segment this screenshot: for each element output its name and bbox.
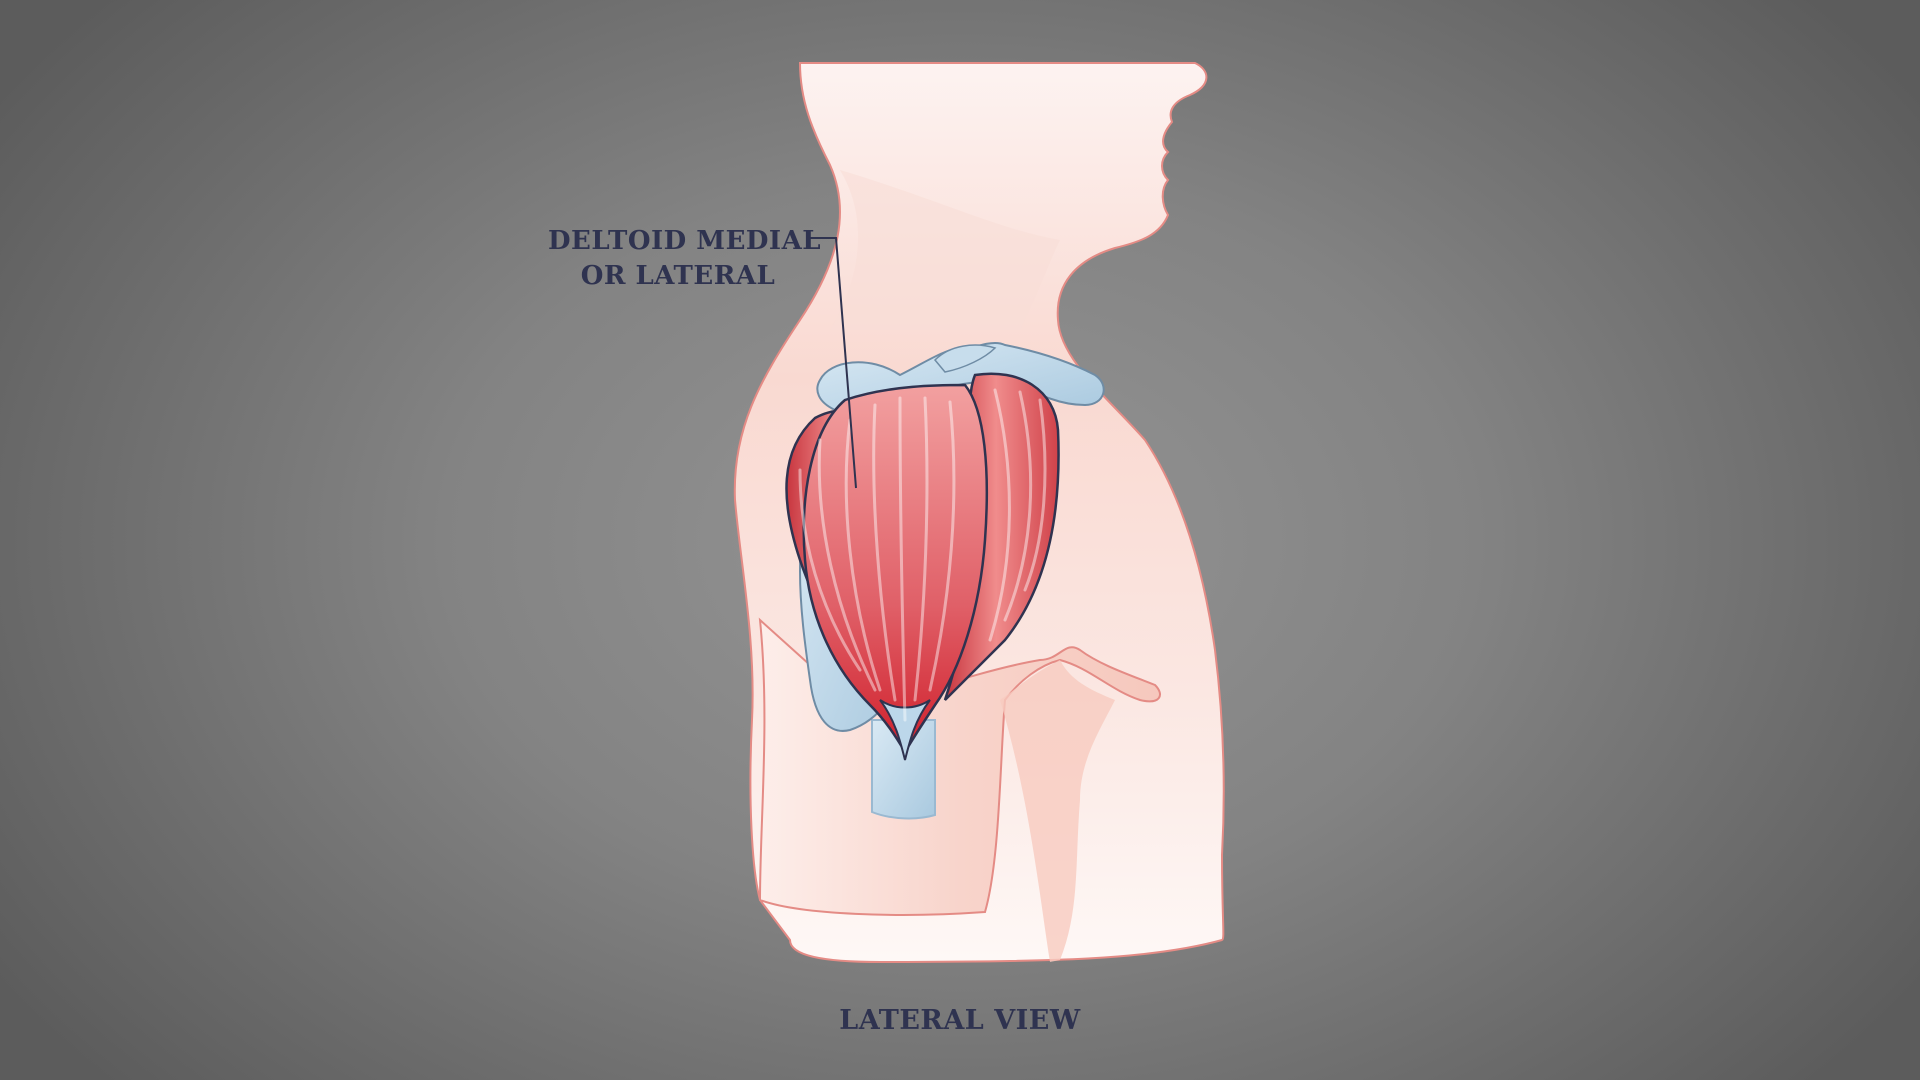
view-caption: LATERAL VIEW: [839, 1005, 1081, 1036]
muscle-fibers: [798, 388, 1047, 722]
deltoid-medial-lateral: [802, 383, 989, 755]
deltoid-tendon: [879, 699, 931, 761]
armpit-fold: [1000, 660, 1115, 962]
acromion-bone: [933, 344, 997, 373]
callout-line-1: DELTOID MEDIAL: [548, 226, 822, 256]
deltoid-callout-label: DELTOID MEDIAL OR LATERAL: [548, 224, 822, 294]
upper-arm: [758, 617, 1161, 916]
chest-shading: [830, 170, 1060, 330]
callout-line-2: OR LATERAL: [580, 261, 776, 291]
humerus-bone: [871, 719, 936, 820]
callout-leader-line: [810, 237, 857, 489]
